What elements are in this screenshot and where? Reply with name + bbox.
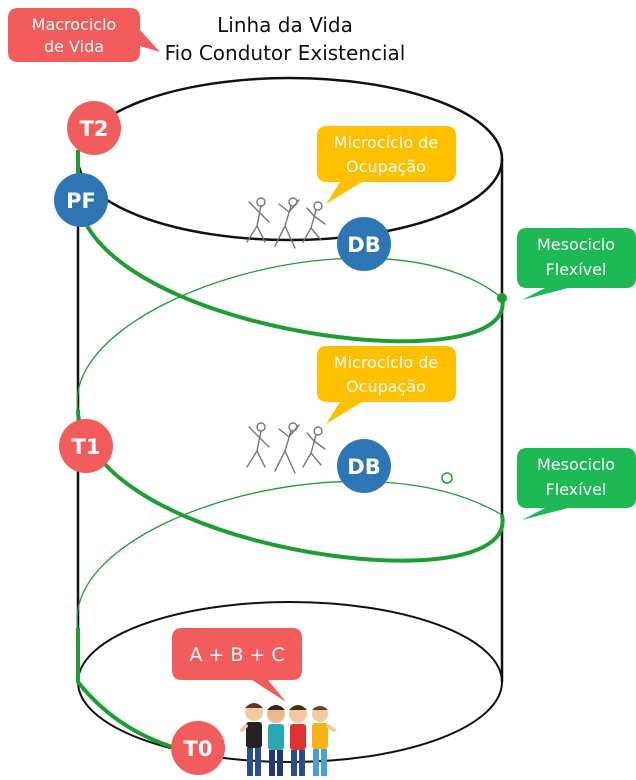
node-t1: T1 bbox=[59, 419, 113, 473]
node-t0-label: T0 bbox=[184, 737, 213, 761]
meso-marker-ring bbox=[441, 472, 453, 484]
microcycle-top-label-1: Microcíclo de bbox=[334, 133, 438, 152]
node-pf-label: PF bbox=[66, 189, 96, 213]
node-t2-label: T2 bbox=[80, 117, 109, 141]
macrocycle-label-2: de Vida bbox=[44, 37, 104, 56]
abc-callout: A + B + C bbox=[172, 628, 302, 702]
node-db-mid-label: DB bbox=[347, 455, 380, 479]
node-db-top-label: DB bbox=[347, 233, 380, 257]
title-line-2: Fio Condutor Existencial bbox=[165, 41, 406, 65]
node-t2: T2 bbox=[67, 101, 121, 155]
meso-marker-dot bbox=[497, 293, 507, 303]
node-pf: PF bbox=[54, 173, 108, 227]
node-db-mid: DB bbox=[337, 439, 391, 493]
mesocycle-callout-middle: Mesociclo Flexível bbox=[517, 448, 636, 520]
abc-label: A + B + C bbox=[189, 644, 284, 666]
mesocycle-mid-label-2: Flexível bbox=[546, 480, 607, 499]
macrocycle-label-1: Macrociclo bbox=[32, 15, 117, 34]
stretching-people-icon bbox=[246, 197, 326, 249]
microcycle-callout-top: Microcíclo de Ocupação bbox=[317, 126, 456, 204]
node-t1-label: T1 bbox=[72, 435, 101, 459]
macrocycle-callout: Macrociclo de Vida bbox=[8, 8, 160, 62]
mesocycle-callout-top: Mesociclo Flexível bbox=[517, 228, 636, 300]
microcycle-mid-label-2: Ocupação bbox=[346, 377, 426, 396]
life-line-spiral bbox=[76, 150, 507, 754]
spiral-segment bbox=[84, 223, 505, 344]
microcycle-top-label-2: Ocupação bbox=[346, 157, 426, 176]
spiral-segment bbox=[76, 480, 503, 629]
friends-group-icon bbox=[240, 703, 336, 776]
node-db-top: DB bbox=[337, 217, 391, 271]
stretching-people-icon bbox=[246, 422, 326, 474]
mesocycle-top-label-1: Mesociclo bbox=[537, 235, 615, 254]
node-t0: T0 bbox=[171, 721, 225, 775]
title-line-1: Linha da Vida bbox=[217, 13, 353, 37]
mesocycle-top-label-2: Flexível bbox=[546, 260, 607, 279]
spiral-segment bbox=[76, 257, 503, 411]
mesocycle-mid-label-1: Mesociclo bbox=[537, 455, 615, 474]
microcycle-callout-middle: Microcíclo de Ocupação bbox=[317, 346, 456, 424]
microcycle-mid-label-1: Microcíclo de bbox=[334, 353, 438, 372]
spiral-segment bbox=[90, 445, 505, 563]
